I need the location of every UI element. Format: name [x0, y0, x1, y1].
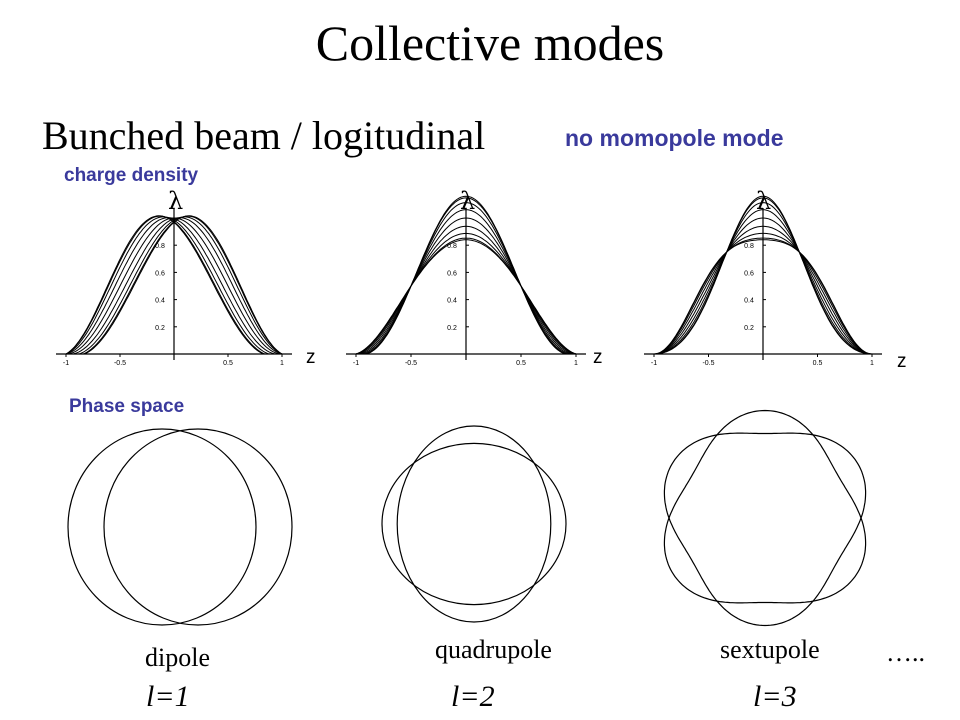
density-curve-1-8 [65, 215, 282, 355]
x-tick-label-1-0: -1 [63, 360, 69, 367]
y-tick-label-3-2: 0.6 [744, 270, 754, 277]
density-curve-1-5 [65, 217, 282, 355]
lambda-label-1: λ [168, 187, 184, 215]
note-no-monopole: no momopole mode [565, 125, 784, 151]
phase-ellipse-v-2 [396, 425, 552, 623]
y-tick-label-2-3: 0.8 [447, 243, 457, 250]
phase-shape-b-3 [663, 409, 867, 604]
x-tick-label-3-0: -1 [651, 360, 657, 367]
y-tick-label-3-0: 0.2 [744, 325, 754, 332]
z-axis-label-1: z [306, 347, 316, 368]
y-tick-label-1-0: 0.2 [155, 325, 165, 332]
y-tick-label-3-1: 0.4 [744, 298, 754, 305]
y-tick-label-3-3: 0.8 [744, 243, 754, 250]
page-title: Collective modes [315, 15, 665, 71]
density-curve-3-8 [653, 239, 873, 355]
phase-circle-b-1 [103, 428, 293, 626]
phase-shape-a-3 [663, 432, 867, 627]
mode-name-sextupole: sextupole [720, 635, 820, 664]
density-curve-3-3 [653, 209, 873, 355]
density-curve-2-8 [355, 239, 577, 355]
z-axis-label-2: z [593, 347, 603, 368]
density-curve-2-3 [356, 209, 576, 355]
subtitle: Bunched beam / logitudinal [42, 113, 486, 158]
density-curve-1-6 [65, 216, 282, 355]
phase-space-label: Phase space [69, 396, 185, 417]
phase-ellipse-h-2 [381, 442, 567, 606]
mode-number-3: l=3 [753, 680, 797, 713]
mode-number-1: l=1 [146, 680, 190, 713]
density-curve-2-2 [356, 202, 576, 355]
lambda-label-2: λ [460, 187, 476, 215]
x-tick-label-3-1: -0.5 [702, 360, 714, 367]
x-tick-label-2-3: 1 [574, 360, 578, 367]
density-curve-1-4 [65, 217, 283, 355]
x-tick-label-2-2: 0.5 [516, 360, 526, 367]
density-curve-3-5 [653, 225, 873, 355]
x-tick-label-2-0: -1 [353, 360, 359, 367]
y-tick-label-2-1: 0.4 [447, 298, 457, 305]
density-curve-2-6 [355, 232, 577, 355]
mode-name-quadrupole: quadrupole [435, 635, 552, 664]
y-tick-label-1-2: 0.6 [155, 270, 165, 277]
x-tick-label-1-1: -0.5 [114, 360, 126, 367]
charge-density-label: charge density [64, 165, 199, 186]
density-curve-3-1 [653, 197, 873, 355]
x-tick-label-3-2: 0.5 [813, 360, 823, 367]
phase-circle-a-1 [67, 428, 257, 626]
ellipsis: ….. [886, 638, 925, 667]
x-tick-label-3-3: 1 [870, 360, 874, 367]
y-tick-label-1-1: 0.4 [155, 298, 165, 305]
lambda-label-3: λ [756, 187, 772, 215]
density-curve-3-4 [653, 217, 873, 355]
y-tick-label-2-2: 0.6 [447, 270, 457, 277]
mode-name-dipole: dipole [145, 643, 210, 672]
x-tick-label-1-2: 0.5 [223, 360, 233, 367]
density-curve-3-2 [653, 202, 873, 355]
density-curve-2-5 [355, 225, 577, 355]
x-tick-label-2-1: -0.5 [405, 360, 417, 367]
density-curve-3-6 [653, 232, 873, 355]
y-tick-label-1-3: 0.8 [155, 243, 165, 250]
y-tick-label-2-0: 0.2 [447, 325, 457, 332]
z-axis-label-3: z [897, 351, 907, 372]
x-tick-label-1-3: 1 [280, 360, 284, 367]
density-curve-2-1 [356, 197, 576, 355]
density-curve-2-4 [355, 217, 577, 355]
mode-number-2: l=2 [451, 680, 495, 713]
